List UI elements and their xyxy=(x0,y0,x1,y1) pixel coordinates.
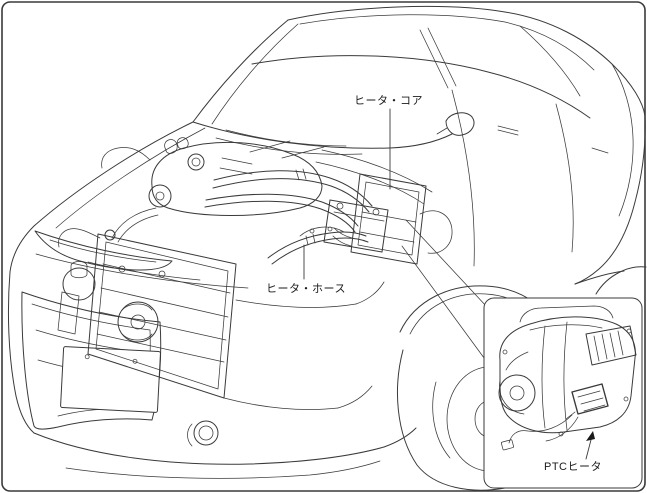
headlight xyxy=(34,230,173,271)
heater-core-label: ヒータ・コア xyxy=(354,94,423,107)
engine xyxy=(35,137,433,410)
hvac-unit xyxy=(498,305,637,437)
ptc-heater-element xyxy=(565,383,609,420)
labels: ヒータ・コア ヒータ・ホース PTCヒータ xyxy=(266,94,602,473)
cooling-fan xyxy=(117,301,159,343)
heater-hose-label: ヒータ・ホース xyxy=(266,282,346,295)
ptc-heater-label: PTCヒータ xyxy=(544,460,602,473)
arrowhead xyxy=(586,431,595,441)
rocker-panel xyxy=(574,270,625,285)
rear-wheel-arch xyxy=(595,266,647,295)
heater-hoses xyxy=(204,168,373,265)
inset-box xyxy=(483,297,643,489)
detail-inset xyxy=(483,297,643,489)
receiver-drier xyxy=(57,291,80,335)
heater-unit xyxy=(332,173,453,265)
windshield-cowl xyxy=(192,19,453,159)
harness-scribble xyxy=(164,137,189,154)
battery xyxy=(323,199,389,253)
ptc-arrow xyxy=(585,431,595,460)
license-plate xyxy=(60,346,161,413)
vent-grille xyxy=(585,325,637,366)
side-mirror xyxy=(445,112,475,136)
detail-callout-lines xyxy=(401,219,488,363)
reservoir xyxy=(62,261,96,301)
fog-light xyxy=(187,420,219,447)
greenhouse xyxy=(251,5,646,285)
blower-housing xyxy=(498,374,536,412)
engine-bay xyxy=(35,137,453,410)
wiring-harness xyxy=(500,414,579,451)
